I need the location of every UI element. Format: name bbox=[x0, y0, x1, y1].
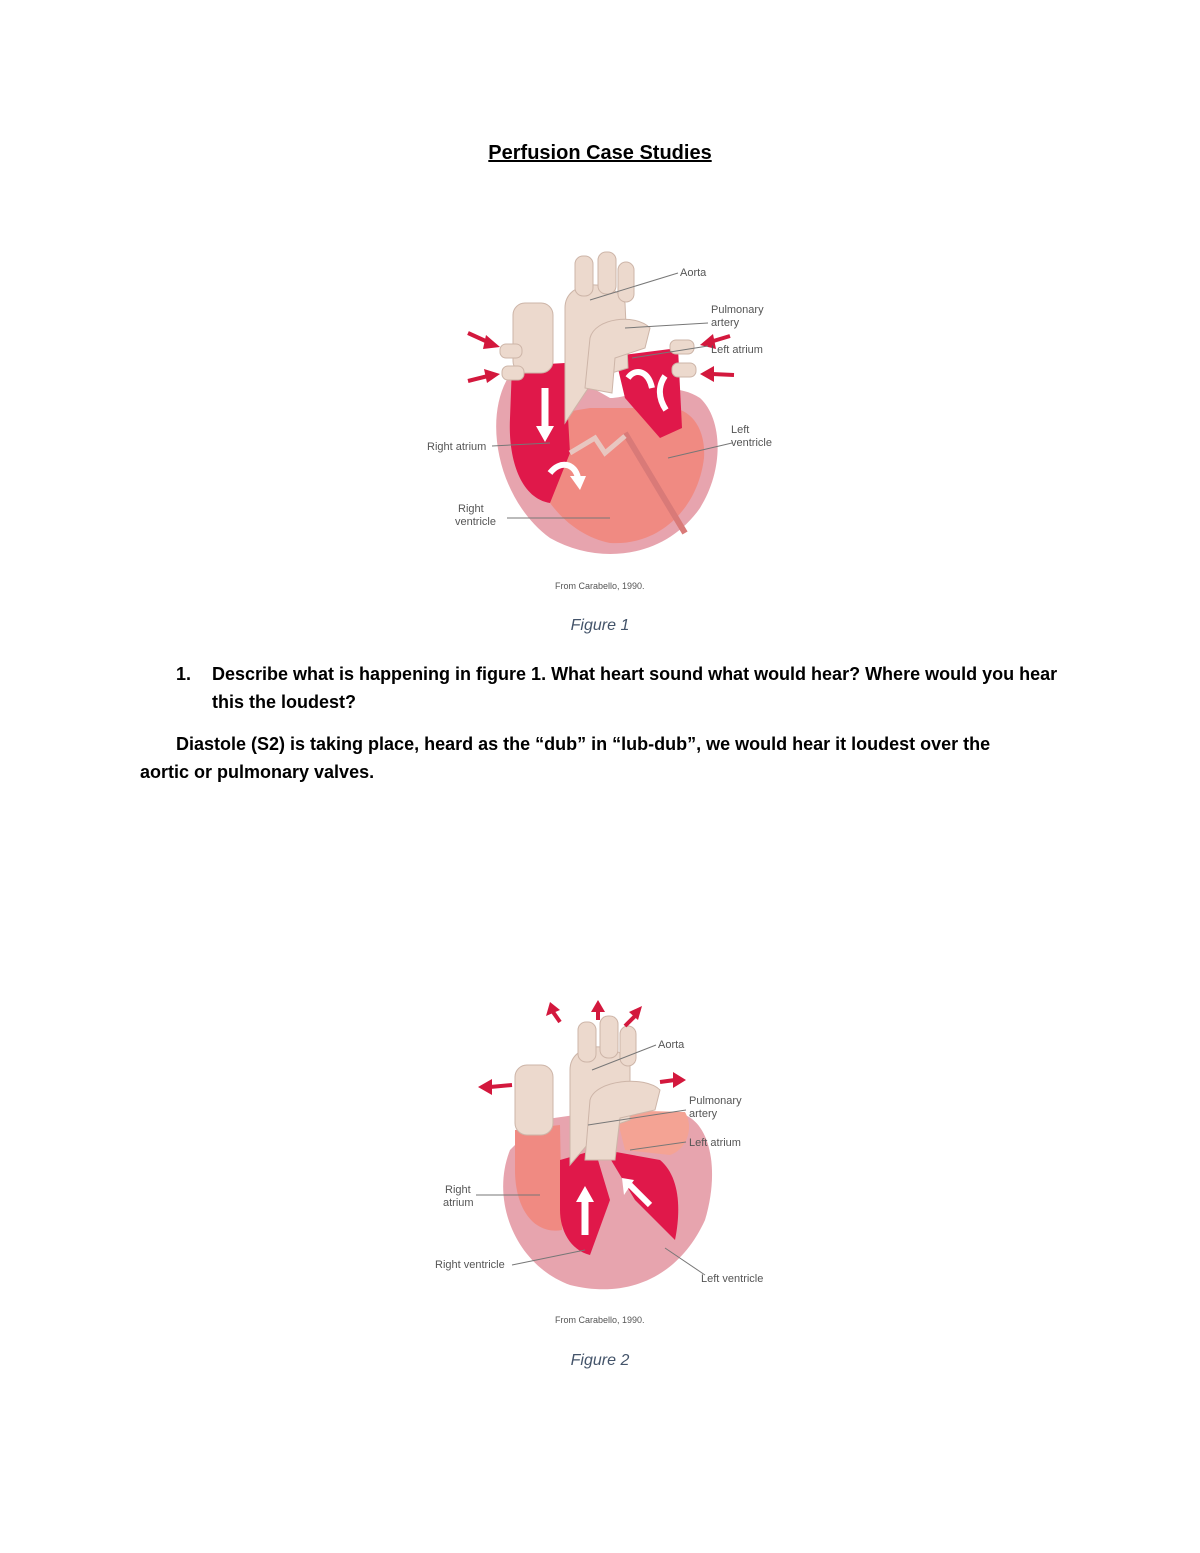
answer-1: Diastole (S2) is taking place, heard as … bbox=[140, 734, 991, 782]
question-text: Describe what is happening in figure 1. … bbox=[212, 664, 1058, 712]
label-pulmonary-artery: Pulmonary bbox=[689, 1095, 742, 1107]
figure-2-heart-diagram: Aorta Pulmonary artery Left atrium Right… bbox=[420, 1000, 790, 1330]
figure-2-credit: From Carabello, 1990. bbox=[555, 1315, 645, 1325]
svg-text:artery: artery bbox=[711, 317, 740, 329]
label-left-atrium: Left atrium bbox=[711, 344, 763, 356]
svg-text:ventricle: ventricle bbox=[455, 516, 496, 528]
label-right-atrium: Right atrium bbox=[427, 441, 486, 453]
label-aorta: Aorta bbox=[658, 1039, 685, 1051]
svg-text:atrium: atrium bbox=[443, 1197, 474, 1209]
inflow-arrows bbox=[467, 331, 735, 383]
figure-1-heart-diagram: Aorta Pulmonary artery Left atrium Left … bbox=[420, 248, 790, 600]
superior-vena-cava bbox=[514, 1064, 554, 1136]
label-right-atrium: Right bbox=[445, 1184, 471, 1196]
pulmonary-artery-vessel bbox=[584, 318, 651, 394]
outflow-arrows bbox=[478, 1000, 686, 1095]
label-left-ventricle: Left bbox=[731, 424, 749, 436]
label-right-ventricle: Right bbox=[458, 503, 484, 515]
left-atrium-chamber bbox=[615, 348, 682, 438]
figure-2-caption: Figure 2 bbox=[570, 1352, 630, 1369]
label-left-atrium: Left atrium bbox=[689, 1137, 741, 1149]
label-right-ventricle: Right ventricle bbox=[435, 1259, 505, 1271]
figure-1-credit: From Carabello, 1990. bbox=[555, 581, 645, 591]
superior-vena-cava bbox=[512, 302, 554, 374]
right-atrium-chamber bbox=[515, 1125, 562, 1231]
pulmonary-artery-vessel bbox=[584, 1080, 661, 1161]
figure-1-caption: Figure 1 bbox=[570, 617, 630, 634]
question-1: 1. Describe what is happening in figure … bbox=[176, 660, 1076, 716]
label-left-ventricle: Left ventricle bbox=[701, 1273, 763, 1285]
ventricle-muscle bbox=[528, 408, 705, 544]
svg-text:artery: artery bbox=[689, 1108, 718, 1120]
page-title: Perfusion Case Studies bbox=[488, 142, 712, 164]
label-aorta: Aorta bbox=[680, 267, 707, 279]
question-number: 1. bbox=[176, 664, 192, 684]
svg-text:ventricle: ventricle bbox=[731, 437, 772, 449]
label-pulmonary-artery: Pulmonary bbox=[711, 304, 764, 316]
